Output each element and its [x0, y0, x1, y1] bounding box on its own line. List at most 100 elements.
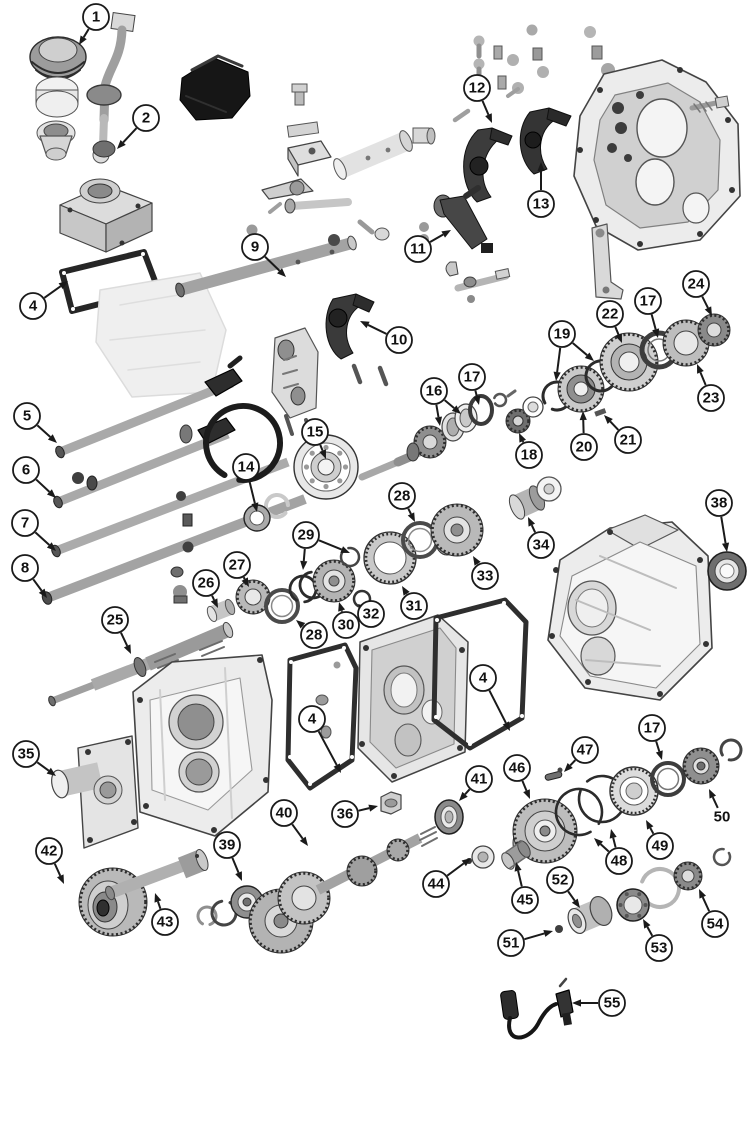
- svg-text:17: 17: [640, 293, 657, 310]
- svg-text:11: 11: [410, 241, 426, 258]
- synchro-hub-49: [609, 766, 659, 816]
- callout-52: 52: [546, 866, 574, 894]
- svg-text:15: 15: [307, 424, 324, 441]
- gear-50: [682, 738, 743, 785]
- shift-rod-9: [175, 202, 357, 298]
- shift-cover-faint: [95, 272, 227, 398]
- spacer-52-ball-51: [555, 895, 613, 935]
- svg-text:24: 24: [688, 276, 705, 293]
- callout-4: 4: [298, 705, 326, 733]
- callout-33: 33: [471, 562, 499, 590]
- shifter-tower: [59, 178, 153, 253]
- front-seal-14: [243, 493, 290, 532]
- callout-20: 20: [570, 433, 598, 461]
- svg-text:4: 4: [479, 670, 488, 687]
- shift-boot: [179, 54, 251, 121]
- svg-text:30: 30: [338, 617, 355, 634]
- callout-7: 7: [11, 509, 39, 537]
- callout-41: 41: [465, 765, 493, 793]
- blocker-ring-17c: [650, 761, 686, 797]
- svg-text:47: 47: [577, 742, 594, 759]
- svg-text:27: 27: [229, 557, 246, 574]
- svg-text:32: 32: [363, 606, 380, 623]
- svg-text:4: 4: [29, 298, 38, 315]
- callout-21: 21: [614, 426, 642, 454]
- svg-text:51: 51: [503, 935, 520, 952]
- callout-13: 13: [527, 190, 555, 218]
- callout-32: 32: [357, 600, 385, 628]
- bearing-41: [434, 799, 464, 835]
- speed-sensor-55: [500, 977, 574, 1040]
- callout-5: 5: [13, 402, 41, 430]
- spacer-45-washer-44: [466, 840, 531, 870]
- callout-11: 11: [404, 235, 432, 263]
- svg-text:34: 34: [533, 537, 550, 554]
- svg-text:53: 53: [651, 940, 668, 957]
- svg-text:50: 50: [714, 809, 731, 826]
- callout-45: 45: [511, 886, 539, 914]
- svg-text:31: 31: [406, 598, 423, 615]
- svg-text:1: 1: [92, 9, 100, 26]
- svg-text:36: 36: [337, 806, 354, 823]
- svg-text:5: 5: [23, 408, 31, 425]
- shift-fork-13: [519, 107, 572, 175]
- callout-1: 1: [82, 3, 110, 31]
- svg-text:28: 28: [394, 488, 411, 505]
- callout-6: 6: [12, 456, 40, 484]
- svg-text:55: 55: [604, 995, 621, 1012]
- bearing-39-clips: [196, 885, 264, 927]
- callout-12: 12: [463, 74, 491, 102]
- svg-text:25: 25: [107, 612, 124, 629]
- synchro-rings-28-32: [264, 521, 439, 624]
- callout-26: 26: [192, 569, 220, 597]
- svg-text:16: 16: [426, 383, 443, 400]
- svg-text:26: 26: [198, 575, 215, 592]
- housing-bracket: [591, 223, 624, 300]
- svg-text:13: 13: [533, 196, 550, 213]
- svg-text:23: 23: [703, 390, 720, 407]
- callout-27: 27: [223, 551, 251, 579]
- housing-bolt: [689, 95, 730, 113]
- svg-text:28: 28: [306, 627, 323, 644]
- callout-8: 8: [11, 554, 39, 582]
- svg-text:10: 10: [391, 332, 408, 349]
- svg-text:49: 49: [652, 838, 669, 855]
- counter-gear-40: [248, 826, 438, 954]
- case-gasket-left: [285, 642, 359, 791]
- idler-shaft-43: [105, 849, 209, 901]
- svg-text:17: 17: [644, 720, 661, 737]
- svg-text:20: 20: [576, 439, 593, 456]
- callout-28: 28: [300, 621, 328, 649]
- callout-4: 4: [469, 664, 497, 692]
- svg-text:44: 44: [428, 876, 445, 893]
- callout-16: 16: [420, 377, 448, 405]
- svg-text:40: 40: [276, 805, 293, 822]
- callout-15: 15: [301, 418, 329, 446]
- svg-text:9: 9: [251, 239, 259, 256]
- gear-train-18-24: [505, 313, 731, 434]
- callout-36: 36: [331, 800, 359, 828]
- callout-55: 55: [598, 989, 626, 1017]
- svg-text:7: 7: [21, 515, 29, 532]
- svg-text:12: 12: [469, 80, 486, 97]
- fork-shaft-casting: [271, 327, 319, 438]
- svg-text:4: 4: [308, 711, 317, 728]
- svg-text:18: 18: [521, 447, 538, 464]
- gear-33-roller-34: [430, 476, 562, 557]
- svg-text:35: 35: [18, 746, 35, 763]
- callout-2: 2: [132, 104, 160, 132]
- callout-9: 9: [241, 233, 269, 261]
- svg-text:42: 42: [41, 843, 58, 860]
- case-gasket-right: [431, 597, 529, 751]
- shift-fork-12: [463, 127, 513, 203]
- callout-44: 44: [422, 870, 450, 898]
- svg-text:43: 43: [157, 914, 174, 931]
- callout-34: 34: [527, 531, 555, 559]
- shift-arm-11: [419, 185, 493, 253]
- svg-text:2: 2: [142, 110, 150, 127]
- callout-17: 17: [458, 363, 486, 391]
- callout-42: 42: [35, 837, 63, 865]
- svg-text:17: 17: [464, 369, 481, 386]
